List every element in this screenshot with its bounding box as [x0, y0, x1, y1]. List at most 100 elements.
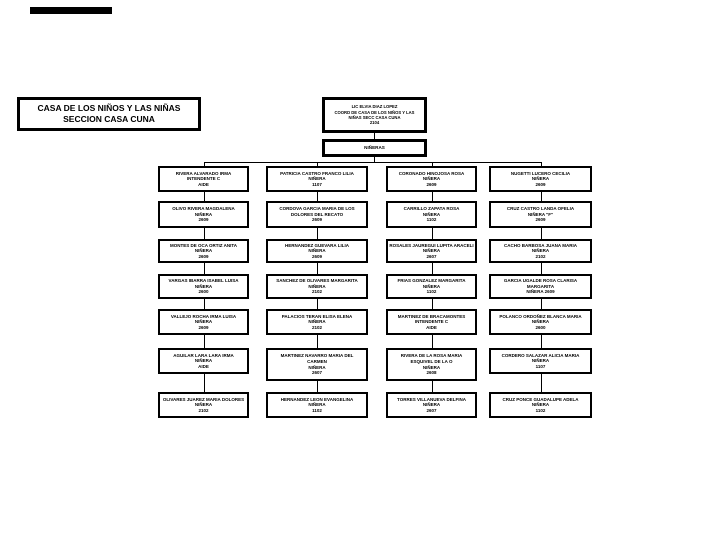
staff-box-line: CACHO BARBOSA JUANA MARIA: [504, 242, 577, 248]
staff-box-line: 2609: [535, 181, 546, 187]
staff-box-line: 2609: [198, 217, 209, 223]
staff-box-line: NIÑERA: [308, 319, 326, 325]
staff-box-line: AIDE: [198, 181, 209, 187]
staff-box-line: FRIAS GONZALEZ MARGARITA: [397, 278, 466, 284]
staff-box-line: NIÑERA: [194, 358, 213, 364]
staff-box-line: NIÑERA: [194, 283, 213, 289]
staff-box-line: AIDE: [198, 363, 209, 369]
staff-box-line: 1102: [426, 289, 437, 295]
connector-root-to-role: [374, 133, 375, 139]
staff-box-line: PALACIOS TERAN ELISA ELENA: [281, 313, 353, 319]
staff-box-line: NIÑERA: [422, 211, 441, 217]
staff-box-line: SANCHEZ DE OLIVARES MARGARITA: [276, 278, 358, 284]
staff-box-line: HERNANDEZ GUEVARA LILIA: [285, 242, 349, 248]
staff-box-line: CARMEN: [307, 358, 327, 364]
staff-box-line: NIÑERA: [308, 364, 326, 370]
staff-box-line: NIÑERA: [194, 211, 213, 217]
staff-box-line: INTENDENTE C: [414, 319, 449, 325]
staff-box-line: GARCIA UGALDE ROSA CLARISA: [503, 278, 578, 284]
staff-box-line: NIÑERA: [308, 248, 326, 254]
staff-box-line: NIÑERA: [422, 364, 441, 370]
staff-box-line: AIDE: [426, 324, 437, 330]
staff-box-line: 2609: [198, 253, 209, 259]
staff-box-line: NIÑERA: [194, 402, 213, 408]
staff-box-line: INTENDENTE C: [186, 176, 221, 182]
staff-box-line: NIÑERA: [308, 402, 326, 408]
staff-box-line: HERNANDEZ LEON EVANGELINA: [280, 396, 354, 402]
staff-box-line: NIÑERA: [194, 319, 213, 325]
staff-box-line: NIÑERA: [531, 248, 550, 254]
staff-box-line: MARTINEZ DE BRACAMONTES: [397, 313, 466, 319]
staff-box-line: NIÑERA: [422, 176, 441, 182]
staff-box-line: 1102: [312, 407, 322, 413]
staff-box-line: 2102: [535, 253, 546, 259]
staff-box-line: OLIVO RIVERA MAGDALENA: [172, 206, 235, 212]
staff-box-line: NIÑERA: [531, 358, 550, 364]
staff-box-line: VARGAS IBARRA ISABEL LUISA: [168, 278, 239, 284]
staff-box-line: 2609: [426, 181, 437, 187]
root-line-4: 2104: [369, 120, 380, 126]
staff-box-line: CRUZ PONCE GUADALUPE ADELA: [502, 396, 579, 402]
staff-box-line: VALLEJO ROCHA IRMA LUISA: [170, 313, 237, 319]
staff-box-line: 2607: [311, 370, 322, 376]
staff-box-line: OLIVARES JUAREZ MARIA DOLORES: [162, 396, 245, 402]
staff-box-line: 2608: [426, 370, 437, 376]
staff-box-line: 2609: [198, 324, 209, 330]
staff-box-line: MARTINEZ NAVARRO MARIA DEL: [280, 353, 354, 359]
staff-box-line: NIÑERA: [531, 402, 550, 408]
section-title-box: CASA DE LOS NIÑOS Y LAS NIÑAS SECCION CA…: [17, 97, 201, 131]
staff-box-line: NUGETTI LUCERO CECILIA: [510, 170, 571, 176]
staff-box-line: TORRES VILLANUEVA DELFINA: [397, 396, 466, 402]
staff-box-line: NIÑERA: [531, 319, 550, 325]
staff-box-line: DOLORES DEL RECATO: [290, 211, 344, 217]
staff-box-line: MONTES DE OCA ORTIZ ANITA: [169, 242, 238, 248]
connector-role-to-hub: [374, 157, 375, 162]
scan-artifact-bar: [30, 7, 112, 14]
title-line-2: SECCION CASA CUNA: [63, 114, 155, 124]
staff-box-line: NIÑERA: [308, 283, 326, 289]
staff-box-line: NIÑERA "F": [527, 211, 554, 217]
root-line-3: NIÑAS SECC CASA CUNA: [348, 115, 401, 120]
staff-box-line: MARGARITA: [526, 283, 555, 289]
staff-box-line: CORDOVA GARCIA MARIA DE LOS: [279, 206, 355, 212]
staff-box-line: NIÑERA: [308, 176, 326, 182]
staff-box-line: 2607: [426, 253, 437, 259]
staff-box-line: 2600: [198, 289, 209, 295]
staff-box-line: ROSALES JAUREGUI LUPITA ARACELI: [389, 242, 474, 248]
staff-box-line: NIÑERA 2609: [526, 289, 555, 295]
root-line-1: LIC ELVIA DIAZ LOPEZ: [351, 104, 398, 110]
staff-box-line: 2609: [311, 217, 322, 223]
staff-box-line: NIÑERA: [422, 283, 441, 289]
staff-box-line: CRUZ CASTRO LANDA OFELIA: [506, 206, 575, 212]
staff-box-line: 2102: [311, 324, 322, 330]
staff-box-line: 2102: [311, 289, 322, 295]
staff-box-line: 1102: [535, 407, 546, 413]
title-line-1: CASA DE LOS NIÑOS Y LAS NIÑAS: [37, 103, 181, 113]
connector-hub-horizontal: [203, 162, 541, 163]
staff-box-line: NIÑERA: [531, 176, 550, 182]
staff-box-line: CORONADO HINOJOSA ROSA: [398, 170, 465, 176]
